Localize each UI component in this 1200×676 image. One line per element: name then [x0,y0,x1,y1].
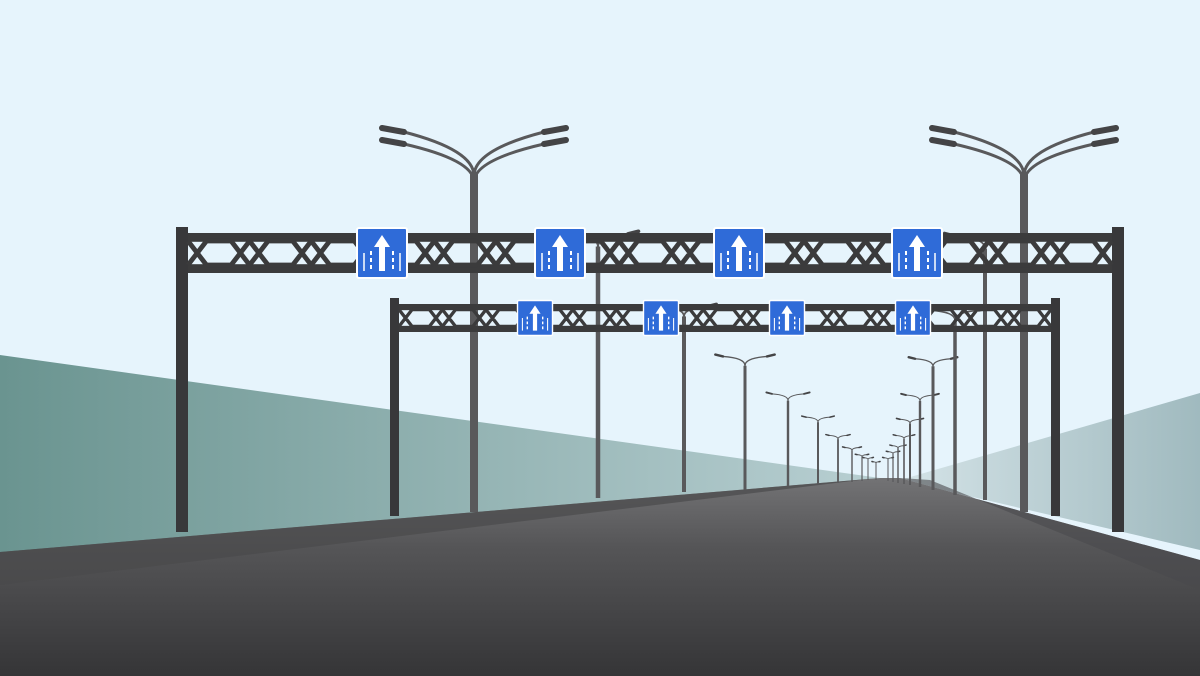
gantry-chord-top [399,304,1051,311]
gantry-chord-bottom [188,264,1112,273]
lamp-arm [837,434,848,440]
lamp-head [929,125,957,135]
lamp-head [1091,137,1119,147]
lamp-arm [932,358,952,367]
hill-left [0,355,880,560]
lamp-head [900,392,907,396]
lamp-arm [1022,142,1095,183]
lamp-head [841,446,846,449]
lamp-head [1091,125,1119,135]
street-lamp-icon [714,353,776,490]
lamp-head [829,415,836,418]
lamp-head [895,417,901,421]
lamp-arm [851,447,860,451]
lamp-head [541,137,569,147]
lane-arrow-up-icon [768,299,806,337]
lamp-head [379,125,407,135]
street-lamp-icon [885,450,901,482]
gantries [176,227,1124,532]
street-lamp-icon [861,456,875,480]
street-lamp-icon [895,417,925,485]
street-lamp-icon [889,444,907,483]
lamp-head [765,353,776,358]
street-lamp-icon [800,415,836,484]
far-gantry [390,298,1060,516]
lamp-head [825,433,830,437]
gantry-post-left [390,298,399,516]
street-lamp-icon [841,446,863,482]
lamp-arm [892,451,899,454]
hill-right [900,393,1200,550]
lane-arrow-up-icon [534,227,586,279]
lamp-head [933,392,940,396]
lane-arrow-up-icon [894,299,932,337]
gantry-post-right [1051,298,1060,516]
street-lights [379,125,1119,512]
street-lamp-icon [892,433,916,484]
lamp-head [929,137,957,147]
lane-arrow-up-icon [356,227,408,279]
lamp-head [800,415,807,418]
lamp-head [541,125,569,135]
street-lamp-icon [929,125,1119,512]
lamp-arm [787,393,805,401]
near-gantry [176,227,1124,532]
lamp-arm [1022,130,1095,177]
lamp-head [379,137,407,147]
street-lamp-icon [854,453,870,481]
lamp-arm [817,416,831,423]
lamp-head [803,391,811,395]
lamp-head [858,446,863,449]
lamp-head [907,355,917,360]
lamp-head [765,391,773,395]
lamp-arm [861,454,868,457]
lane-arrow-up-icon [516,299,554,337]
street-lamp-icon [765,391,811,486]
lamp-head [889,444,893,447]
lamp-arm [472,142,545,183]
gantry-post-left [176,227,188,532]
lane-arrow-up-icon [891,227,943,279]
lamp-arm [897,445,905,449]
street-lamp-icon [825,433,851,483]
gantry-chord-top [188,233,1112,242]
lane-arrow-up-icon [713,227,765,279]
street-lamp-icon [379,125,569,512]
lamp-head [911,433,916,437]
gantry-chord-bottom [399,325,1051,332]
lamp-arm [744,355,768,366]
lamp-arm [472,130,545,177]
street-lamp-icon [871,460,881,480]
lane-arrow-up-icon [642,299,680,337]
lamp-head [714,353,725,358]
lamp-head [846,433,851,437]
lamp-arm [909,418,921,424]
gantry-post-right [1112,227,1124,532]
lamp-head [892,433,897,437]
